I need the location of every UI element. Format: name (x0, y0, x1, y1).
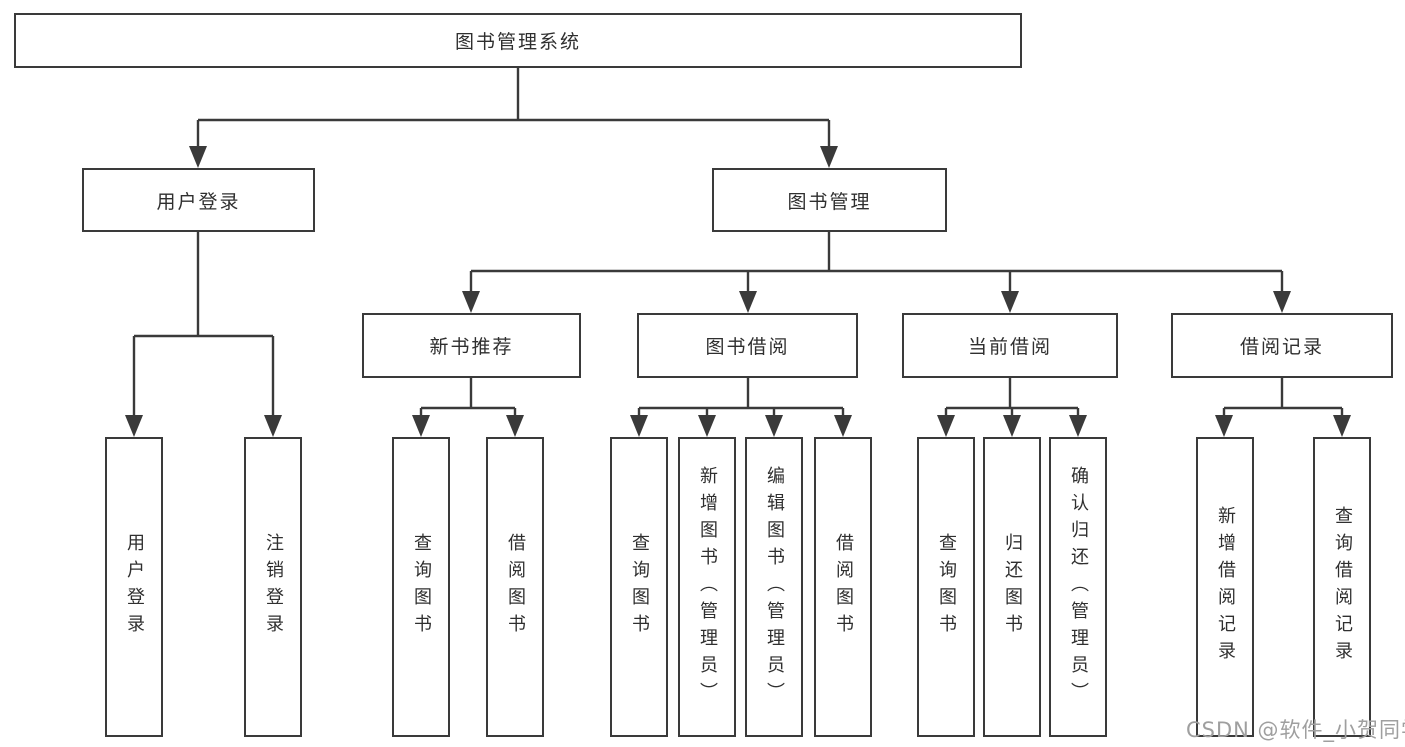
leaf-query-books-2: 查询图书 (610, 437, 668, 737)
leaf-query-borrow-record: 查询借阅记录 (1313, 437, 1371, 737)
leaf-edit-book-admin: 编辑图书（管理员） (745, 437, 803, 737)
leaf-add-book-admin: 新增图书（管理员） (678, 437, 736, 737)
node-borrow-records: 借阅记录 (1171, 313, 1393, 378)
leaf-confirm-return-admin: 确认归还（管理员） (1049, 437, 1107, 737)
node-book-management: 图书管理 (712, 168, 947, 232)
leaf-logout: 注销登录 (244, 437, 302, 737)
node-book-borrow: 图书借阅 (637, 313, 858, 378)
node-root: 图书管理系统 (14, 13, 1022, 68)
leaf-add-borrow-record: 新增借阅记录 (1196, 437, 1254, 737)
leaf-return-book: 归还图书 (983, 437, 1041, 737)
node-new-book-recommend: 新书推荐 (362, 313, 581, 378)
leaf-query-books-3: 查询图书 (917, 437, 975, 737)
leaf-query-books-1: 查询图书 (392, 437, 450, 737)
leaf-borrow-books-2: 借阅图书 (814, 437, 872, 737)
leaf-user-login: 用户登录 (105, 437, 163, 737)
node-current-borrow: 当前借阅 (902, 313, 1118, 378)
leaf-borrow-books-1: 借阅图书 (486, 437, 544, 737)
watermark: CSDN @软件_小贺同学 (1186, 718, 1405, 742)
node-user-login: 用户登录 (82, 168, 315, 232)
